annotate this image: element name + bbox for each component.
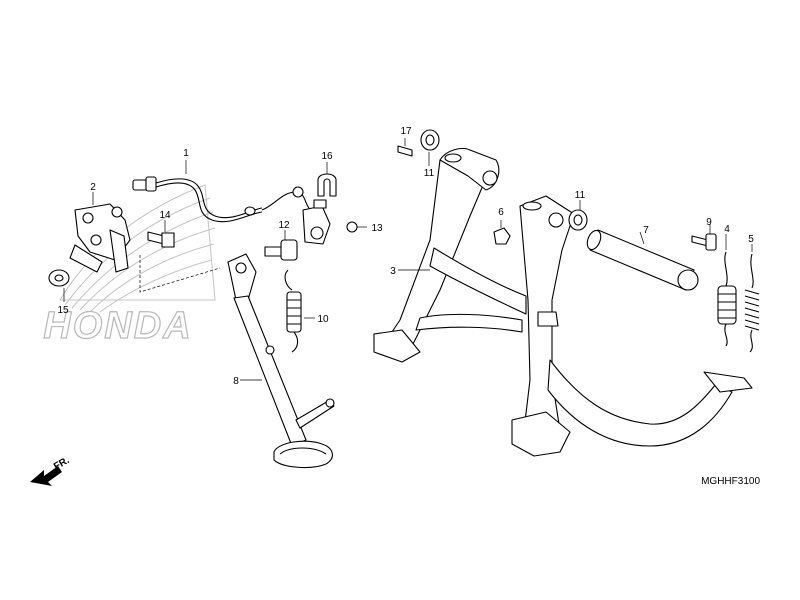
part-8-side-stand — [227, 253, 335, 469]
callout-8: 8 — [233, 376, 239, 387]
callout-13: 13 — [371, 223, 383, 234]
part-3-main-stand — [373, 147, 753, 457]
part-5-spring — [744, 244, 760, 353]
callout-11-left: 11 — [424, 168, 435, 179]
part-13-screw — [346, 221, 367, 233]
callout-4: 4 — [724, 224, 730, 235]
callout-3: 3 — [390, 266, 396, 277]
callout-15: 15 — [57, 305, 69, 316]
callout-7: 7 — [643, 225, 649, 236]
part-7-pivot-shaft — [586, 229, 699, 291]
honda-watermark-text: HONDA — [43, 305, 192, 347]
callout-16: 16 — [321, 151, 333, 162]
callout-6: 6 — [498, 207, 504, 218]
part-16-clamp — [317, 162, 337, 197]
front-label: FR. — [52, 455, 72, 473]
part-11-washer-right — [568, 200, 588, 231]
part-2-switch-bracket — [69, 192, 131, 273]
front-arrow-icon: FR. — [30, 455, 72, 486]
part-10-spring — [284, 269, 315, 353]
callout-5: 5 — [748, 234, 754, 245]
diagram-code: MGHHF3100 — [701, 476, 760, 487]
part-11-washer-left — [420, 129, 440, 166]
part-12-pivot-bolt — [264, 230, 298, 261]
callout-2: 2 — [90, 182, 96, 193]
callout-9: 9 — [706, 217, 712, 228]
callout-17: 17 — [400, 126, 412, 137]
callout-10: 10 — [317, 314, 329, 325]
part-6-nut — [493, 220, 511, 245]
honda-wing-logo: HONDA — [43, 184, 216, 348]
part-9-hook-bolt — [691, 224, 717, 251]
callout-12: 12 — [278, 220, 290, 231]
callout-14: 14 — [159, 210, 171, 221]
part-15-nut — [48, 269, 70, 302]
part-14-bolt — [147, 220, 175, 248]
callout-1: 1 — [183, 148, 189, 159]
callout-11-right: 11 — [575, 190, 586, 201]
part-17-pin — [397, 138, 413, 157]
part-1-wire-harness — [132, 160, 331, 245]
part-4-spring — [717, 234, 737, 347]
